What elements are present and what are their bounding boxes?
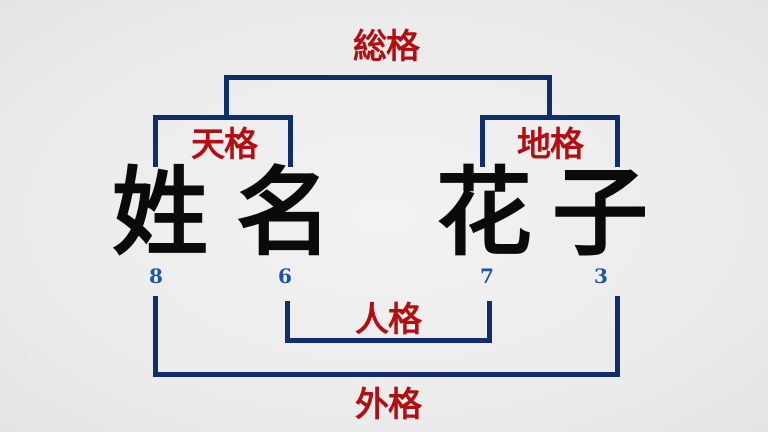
bracket-heaven-top	[153, 115, 293, 120]
bracket-outer-right	[615, 296, 620, 377]
label-person: 人格	[355, 300, 422, 340]
stroke-count-2: 6	[278, 264, 292, 288]
label-total: 総格	[353, 27, 420, 67]
bracket-outer-bottom	[153, 372, 620, 377]
label-earth: 地格	[517, 125, 584, 165]
bracket-earth-left	[480, 115, 485, 167]
label-heaven: 天格	[191, 125, 258, 165]
bracket-person-bottom	[285, 338, 492, 343]
name-char-1: 姓	[112, 156, 208, 269]
stroke-count-3: 7	[480, 264, 494, 288]
bracket-total-left	[224, 75, 229, 118]
bracket-total-top	[224, 75, 552, 80]
bracket-total-right	[547, 75, 552, 118]
bracket-earth-right	[615, 115, 620, 167]
name-char-4: 子	[552, 156, 648, 269]
label-outer: 外格	[355, 385, 422, 425]
stroke-count-1: 8	[149, 264, 163, 288]
name-char-2: 名	[236, 156, 332, 269]
bracket-person-right	[487, 301, 492, 343]
bracket-heaven-left	[153, 115, 158, 167]
bracket-person-left	[285, 301, 290, 343]
bracket-outer-left	[153, 296, 158, 377]
name-char-3: 花	[436, 156, 532, 269]
bracket-heaven-right	[288, 115, 293, 167]
bracket-earth-top	[480, 115, 620, 120]
stroke-count-4: 3	[594, 264, 608, 288]
